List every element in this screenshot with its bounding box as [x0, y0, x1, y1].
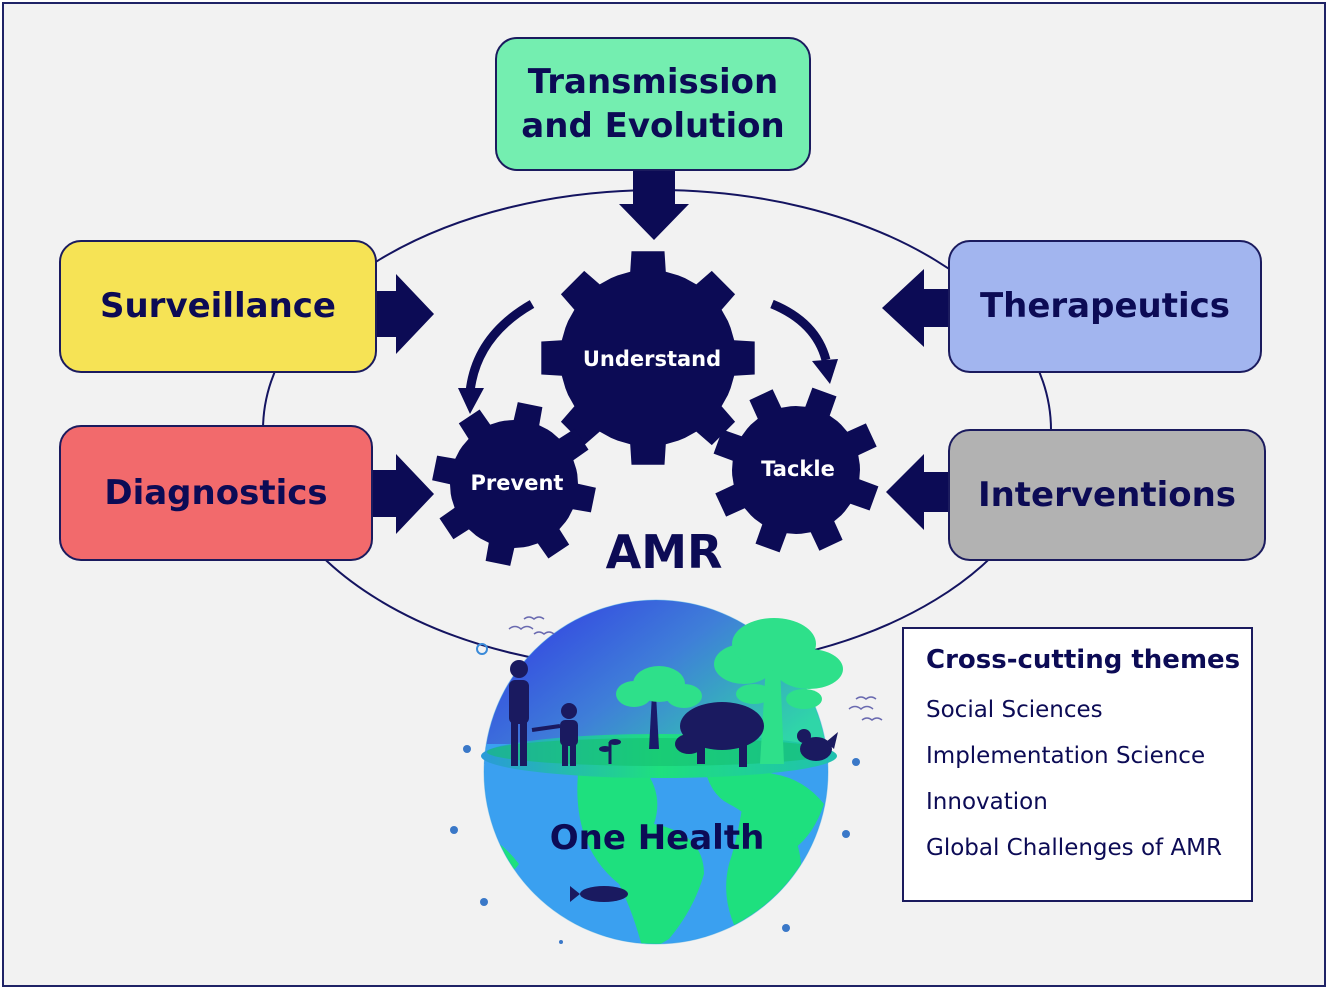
theme-label-surveillance: Surveillance — [99, 286, 336, 327]
theme-box-surveillance: Surveillance — [59, 240, 377, 373]
theme-label-transmission-line2: and Evolution — [521, 106, 785, 146]
gear-shape — [541, 251, 755, 465]
tree-icon — [714, 618, 843, 764]
arrow-down-transmission — [619, 171, 689, 240]
gear-shape — [432, 402, 596, 566]
theme-box-transmission: Transmission and Evolution — [495, 37, 811, 171]
cross-cutting-item: Global Challenges of AMR — [926, 835, 1223, 861]
cross-cutting-list: Social Sciences Implementation Science I… — [926, 687, 1241, 871]
cross-cutting-item: Social Sciences — [926, 697, 1103, 723]
decor-dots — [450, 643, 860, 944]
person-icon — [509, 660, 529, 766]
theme-label-interventions: Interventions — [977, 474, 1237, 515]
bird-icon — [508, 616, 883, 721]
one-health-label: One Health — [549, 818, 765, 858]
cross-cutting-title: Cross-cutting themes — [926, 645, 1241, 675]
hen-icon — [797, 729, 838, 761]
gear-icon — [541, 251, 755, 465]
fish-icon — [570, 886, 628, 902]
arrow-right-diagnostics — [373, 454, 434, 534]
person-icon — [531, 703, 578, 766]
arrow-right-surveillance — [377, 274, 434, 354]
cross-cutting-themes-box: Cross-cutting themes Social Sciences Imp… — [902, 627, 1253, 902]
theme-label-therapeutics: Therapeutics — [979, 286, 1231, 327]
gear-label-tackle: Tackle — [761, 457, 835, 481]
gear-label-prevent: Prevent — [470, 471, 564, 495]
plant-icon — [599, 739, 621, 764]
tree-icon — [616, 666, 702, 749]
amr-title: AMR — [605, 525, 723, 579]
gear-icon — [713, 387, 879, 553]
cycle-arrow-icon — [770, 299, 838, 384]
cow-icon — [675, 702, 764, 767]
cross-cutting-item: Implementation Science — [926, 743, 1206, 769]
arrow-left-therapeutics — [882, 269, 948, 347]
theme-box-diagnostics: Diagnostics — [59, 425, 373, 561]
gear-icon — [432, 402, 596, 566]
theme-box-interventions: Interventions — [948, 429, 1266, 561]
theme-box-therapeutics: Therapeutics — [948, 240, 1262, 373]
theme-label-diagnostics: Diagnostics — [104, 472, 328, 513]
cycle-arrow-icon — [458, 300, 535, 414]
diagram-artwork — [262, 171, 1052, 945]
theme-label-transmission-line1: Transmission — [527, 61, 779, 102]
gear-shape — [713, 387, 879, 553]
cross-cutting-item: Innovation — [926, 789, 1048, 815]
gear-label-understand: Understand — [582, 347, 722, 371]
arrow-left-interventions — [886, 454, 948, 530]
